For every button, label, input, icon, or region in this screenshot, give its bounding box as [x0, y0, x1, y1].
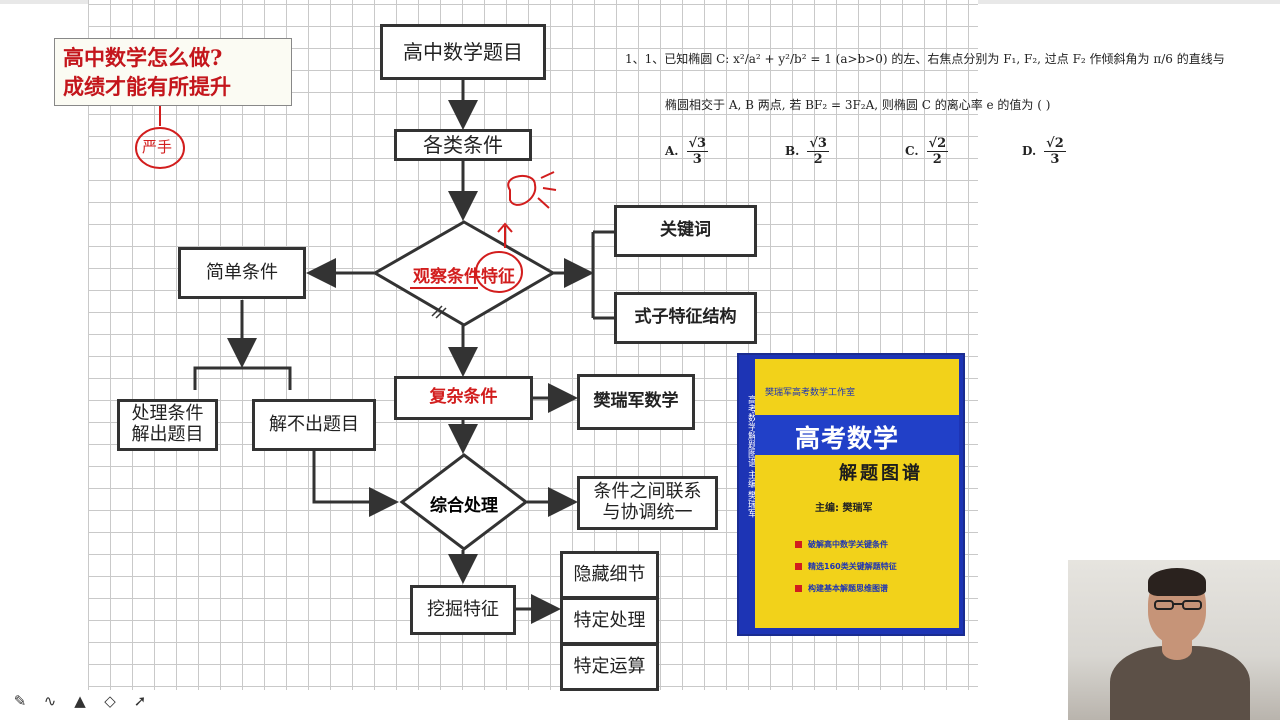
- eraser-icon[interactable]: ◇: [104, 692, 116, 710]
- webcam-feed: [1068, 560, 1280, 720]
- annot-text: 严手: [142, 138, 173, 156]
- book-series: 樊瑞军高考数学工作室: [765, 388, 856, 398]
- book-cover: 高考数学解题图谱 主编 樊瑞军 樊瑞军高考数学工作室 高考数学 解题图谱 主编:…: [737, 353, 965, 636]
- highlighter-icon[interactable]: ▲: [74, 692, 86, 710]
- box-keywords: 关键词: [614, 205, 757, 257]
- book-feature: 构建基本解题思维图谱: [795, 583, 888, 594]
- label-observe: 观察条件特征: [413, 267, 515, 287]
- box-fan-math: 樊瑞军数学: [577, 374, 695, 430]
- math-problem: 1、1、已知椭圆 C: x²/a² + y²/b² = 1 (a>b>0) 的左…: [615, 38, 1235, 178]
- box-special-operations: 特定运算: [560, 643, 659, 691]
- annot-circle-note: [135, 127, 185, 169]
- bracket-simple: [193, 366, 292, 390]
- box-handle-solve: 处理条件 解出题目: [117, 399, 218, 451]
- arrow-cannot-to-combine: [312, 448, 399, 517]
- note-line-1: 高中数学怎么做?: [63, 45, 223, 70]
- box-mine-features: 挖掘特征: [410, 585, 516, 635]
- label-combine: 综合处理: [430, 496, 498, 516]
- annotation-toolbar: ✎ ∿ ▲ ◇ ➚: [10, 690, 150, 712]
- book-spine: 高考数学解题图谱 主编 樊瑞军: [746, 395, 756, 518]
- combine-diamond: [399, 453, 529, 551]
- book-subtitle: 解题图谱: [839, 463, 923, 484]
- annot-lightbulb: [507, 174, 537, 206]
- book-feature: 精选160类关键解题特征: [795, 561, 897, 572]
- pen-icon[interactable]: ✎: [13, 692, 27, 710]
- problem-line-1: 1、1、已知椭圆 C: x²/a² + y²/b² = 1 (a>b>0) 的左…: [625, 52, 1225, 66]
- annot-circle-feature: [475, 251, 523, 293]
- box-simple-conditions: 简单条件: [178, 247, 306, 299]
- observe-diamond: [372, 220, 556, 327]
- box-hidden-details: 隐藏细节: [560, 551, 659, 599]
- problem-line-2: 椭圆相交于 A, B 两点, 若 BF₂ = 3F₂A, 则椭圆 C 的离心率 …: [665, 98, 1051, 112]
- relate-line-2: 与协调统一: [602, 502, 693, 523]
- handle-line-2: 解出题目: [131, 424, 204, 445]
- curve-icon[interactable]: ∿: [43, 692, 57, 710]
- handle-line-1: 处理条件: [131, 403, 204, 425]
- book-author: 主编: 樊瑞军: [815, 503, 873, 514]
- box-conditions: 各类条件: [394, 129, 532, 161]
- box-formula-structure: 式子特征结构: [614, 292, 757, 344]
- box-relate-conditions: 条件之间联系 与协调统一: [577, 476, 718, 530]
- box-cannot-solve: 解不出题目: [252, 399, 376, 451]
- box-complex-conditions: 复杂条件: [394, 376, 533, 420]
- question-note: 高中数学怎么做? 成绩才能有所提升: [54, 38, 292, 106]
- relate-line-1: 条件之间联系: [593, 481, 702, 503]
- glasses-icon: [1154, 600, 1202, 610]
- book-title: 高考数学: [795, 424, 900, 453]
- pointer-icon[interactable]: ➚: [133, 692, 147, 710]
- box-special-processing: 特定处理: [560, 597, 659, 645]
- box-math-problem: 高中数学题目: [380, 24, 546, 80]
- book-feature: 破解高中数学关键条件: [795, 539, 888, 550]
- note-line-2: 成绩才能有所提升: [63, 74, 231, 100]
